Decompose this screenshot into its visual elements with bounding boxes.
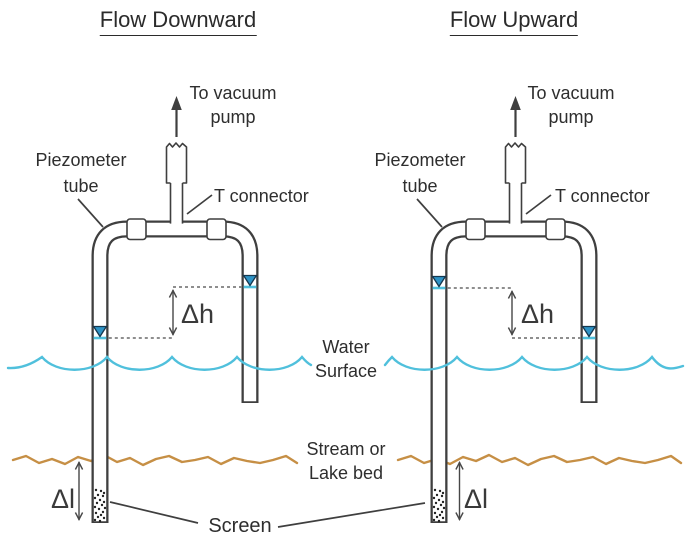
piezometer-tube-label-left: Piezometer tube xyxy=(35,150,127,197)
water-level-marker-shallow-tube xyxy=(581,325,597,340)
title-flow-downward: Flow Downward xyxy=(99,6,257,36)
t-connector-label-left: T connector xyxy=(214,186,309,206)
piezometer-tube-label-right: Piezometer tube xyxy=(374,150,466,197)
t-connector xyxy=(465,142,566,241)
piezometer-pointer-line xyxy=(416,198,443,228)
screen-pointer-lines xyxy=(109,501,426,528)
vacuum-arrow-icon xyxy=(171,96,182,137)
vacuum-arrow-icon xyxy=(510,96,521,137)
delta-h-label-right: Δh xyxy=(521,299,555,329)
title-flow-upward: Flow Upward xyxy=(449,6,579,36)
t-connector-pointer-line xyxy=(186,194,213,215)
water-level-marker-shallow-tube xyxy=(242,274,258,289)
delta-l-arrow xyxy=(74,460,84,522)
vacuum-pump-label-left: To vacuum pump xyxy=(189,83,277,127)
vacuum-pump-label-right: To vacuum pump xyxy=(527,83,615,127)
stream-bed-label: Stream or Lake bed xyxy=(306,439,386,483)
tube-break-symbol xyxy=(504,142,527,184)
piezometer-u-tube xyxy=(91,220,259,523)
piezometer-u-tube xyxy=(430,220,598,523)
tube-break-symbol xyxy=(165,142,188,184)
water-surface-wave xyxy=(6,355,685,371)
delta-l-label-left: Δl xyxy=(51,484,76,514)
screen-section xyxy=(93,488,107,523)
delta-l-label-right: Δl xyxy=(464,484,489,514)
water-level-marker-deep-tube xyxy=(92,325,108,340)
t-connector xyxy=(126,142,227,241)
screen-section xyxy=(432,488,446,523)
water-surface-label: Water Surface xyxy=(314,337,378,381)
delta-h-arrow xyxy=(507,289,517,337)
t-connector-label-right: T connector xyxy=(555,186,650,206)
delta-l-arrow xyxy=(455,460,464,522)
apparatus-flow-upward xyxy=(416,96,598,523)
delta-h-arrow xyxy=(168,288,178,337)
screen-label: Screen xyxy=(208,515,272,537)
apparatus-flow-downward xyxy=(74,96,259,523)
piezometer-pointer-line xyxy=(77,198,104,228)
delta-h-label-left: Δh xyxy=(181,299,215,329)
t-connector-pointer-line xyxy=(525,194,552,215)
water-level-marker-deep-tube xyxy=(431,275,447,290)
